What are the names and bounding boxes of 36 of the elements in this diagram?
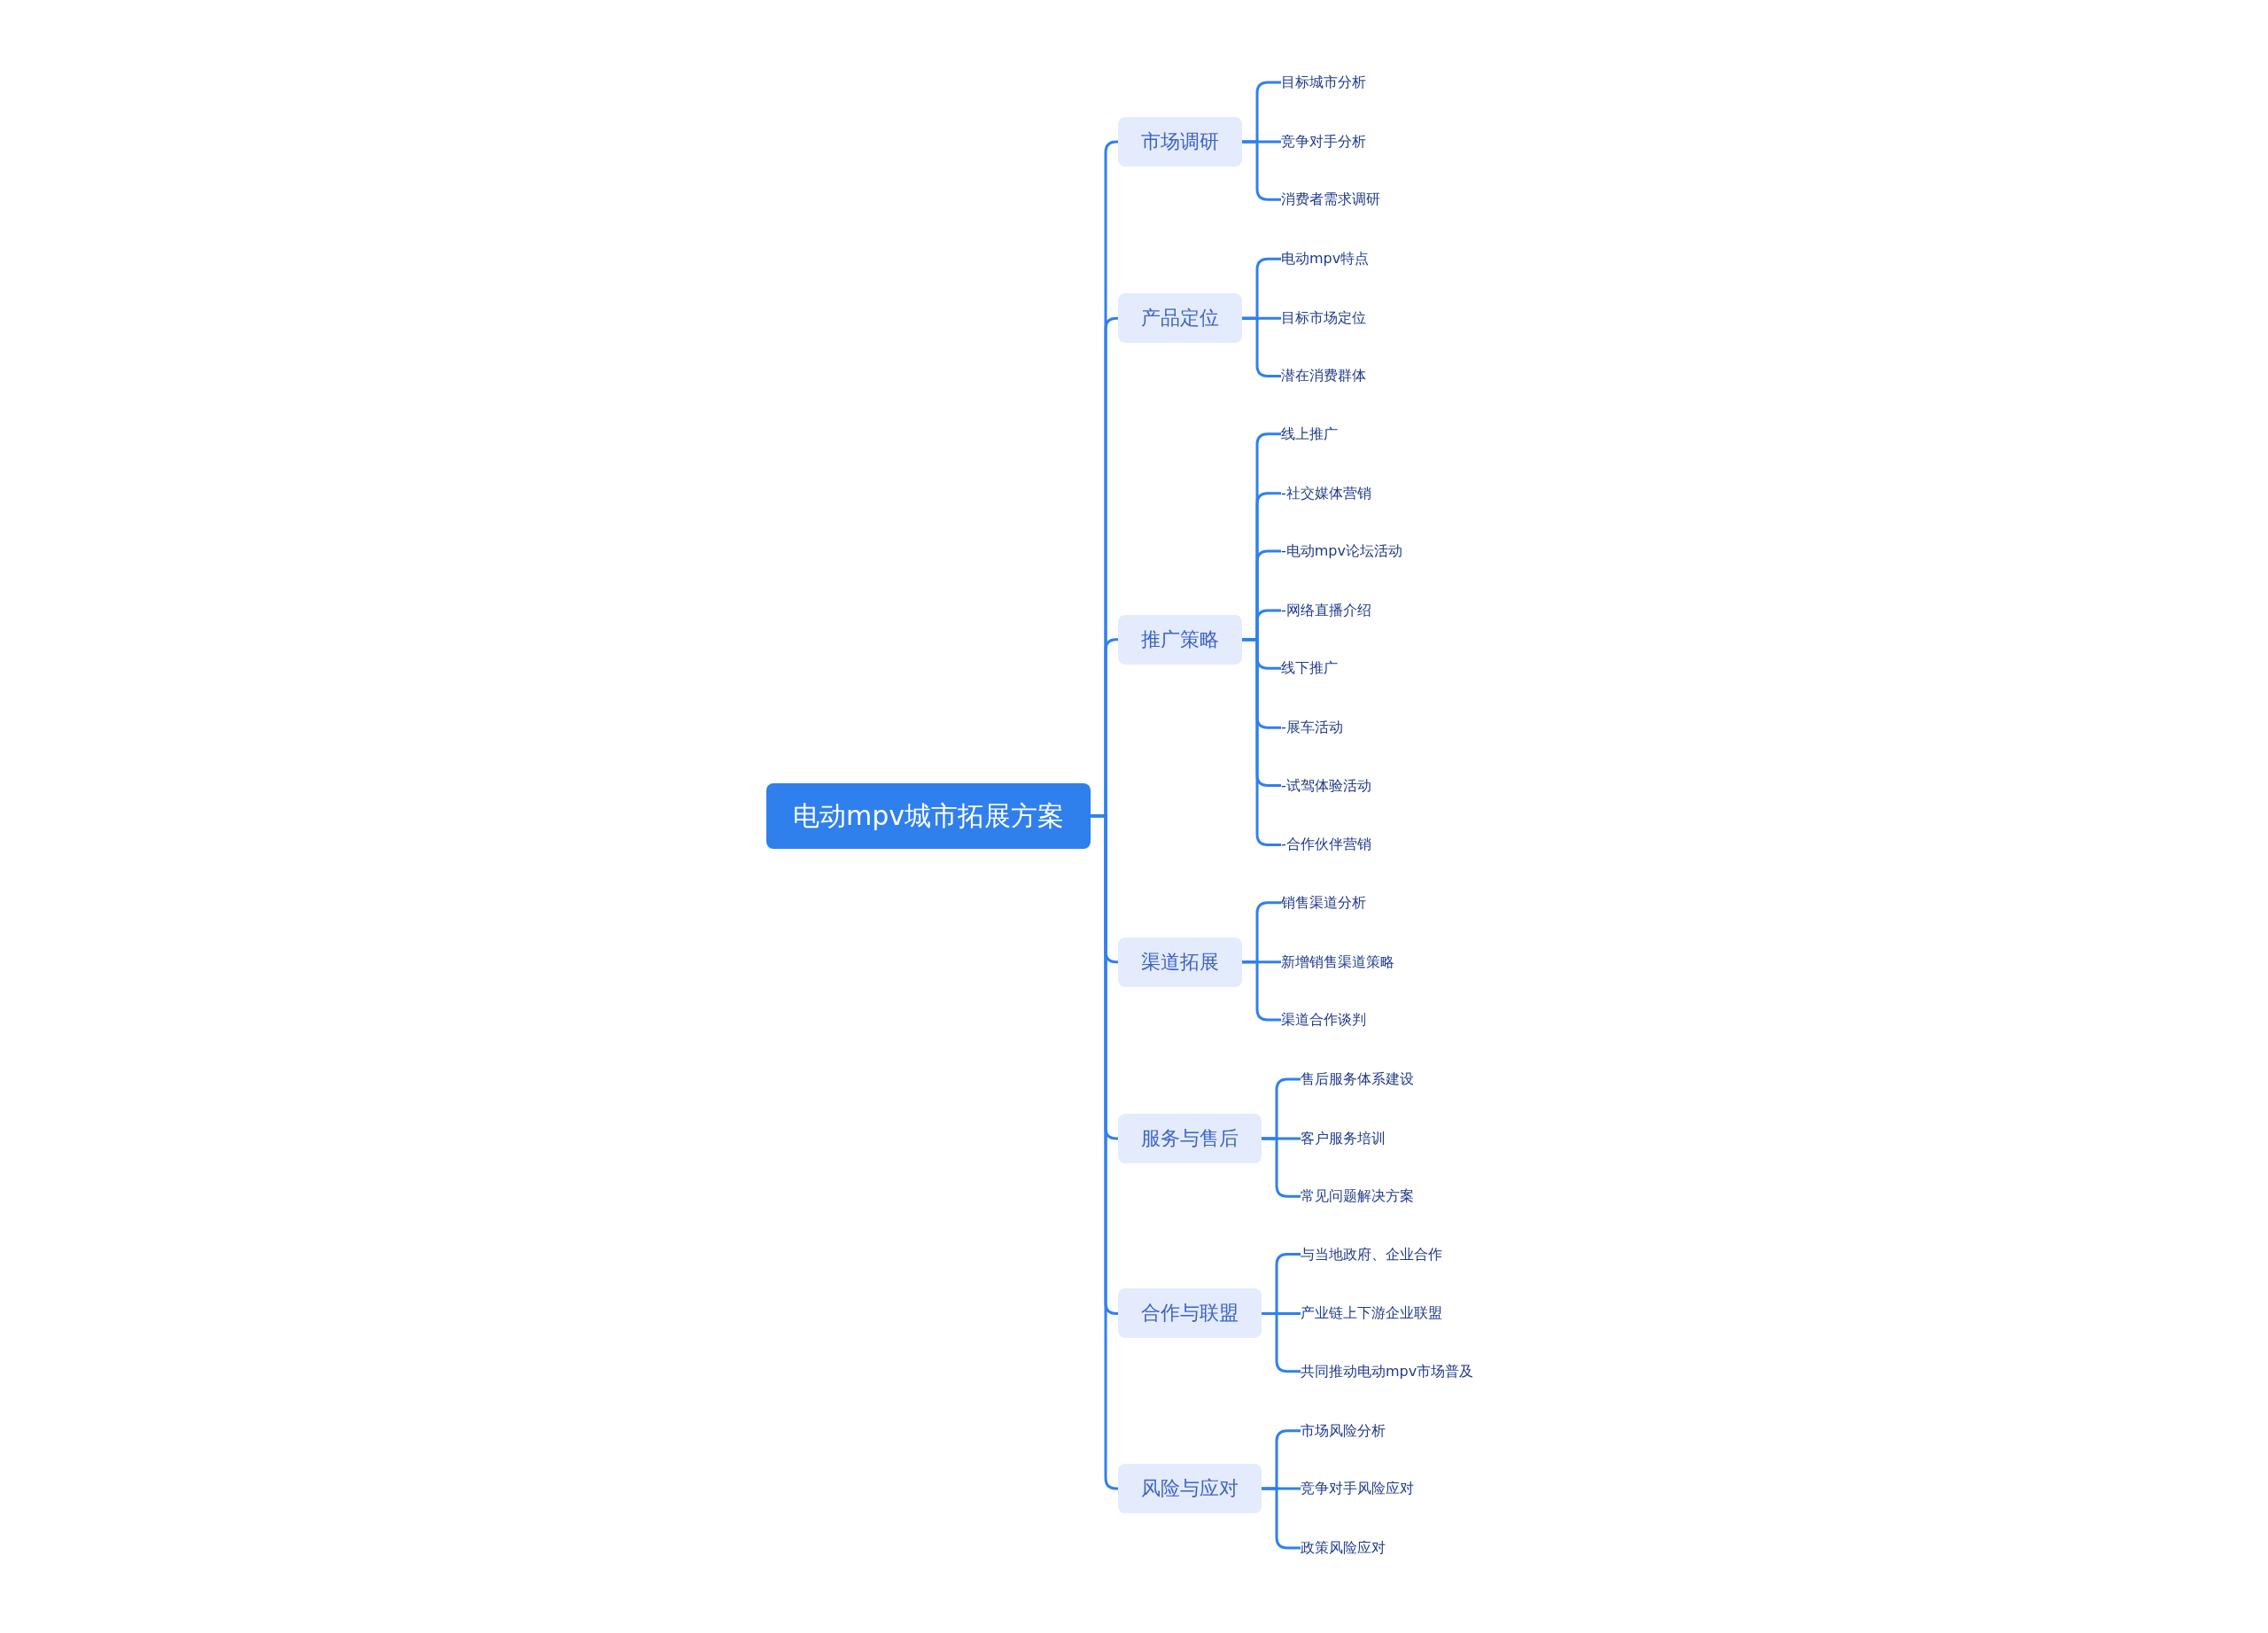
topic-text: 共同推动电动mpv市场普及 (1301, 1361, 1474, 1381)
branch-topic-box: 服务与售后 (1118, 1113, 1262, 1163)
topic-text: 线下推广 (1281, 658, 1338, 679)
root-topic-box: 电动mpv城市拓展方案 (766, 782, 1091, 849)
topic-text: 竞争对手风险应对 (1301, 1479, 1414, 1498)
topic-text: 线上推广 (1281, 424, 1338, 444)
topic-text: 销售渠道分析 (1281, 892, 1366, 913)
topic-text: 电动mpv特点 (1281, 249, 1370, 269)
topic-text: 政策风险应对 (1301, 1537, 1386, 1558)
branch-topic-box: 合作与联盟 (1118, 1288, 1262, 1339)
topic-text: 常见问题解决方案 (1301, 1186, 1414, 1207)
topic-text: 客户服务培训 (1301, 1128, 1386, 1148)
topic-text: -社交媒体营销 (1281, 483, 1371, 503)
topic-text: 售后服务体系建设 (1301, 1069, 1414, 1089)
topic-text: 竞争对手分析 (1281, 132, 1366, 152)
topic-text: 市场风险分析 (1301, 1420, 1386, 1441)
topic-text: -网络直播介绍 (1281, 600, 1371, 620)
topic-text: 目标市场定位 (1281, 308, 1366, 329)
topic-text: 新增销售渠道策略 (1281, 952, 1394, 972)
branch-topic-box: 风险与应对 (1118, 1464, 1262, 1513)
topic-text: 目标城市分析 (1281, 73, 1366, 93)
topic-text: 渠道合作谈判 (1281, 1010, 1366, 1030)
topic-text: -电动mpv论坛活动 (1281, 541, 1402, 562)
connector-line (1091, 814, 1119, 1490)
topic-text: 潜在消费群体 (1281, 366, 1366, 386)
branch-topic-box: 产品定位 (1118, 293, 1242, 344)
connector-line (1242, 638, 1281, 846)
topic-text: 与当地政府、企业合作 (1301, 1244, 1442, 1264)
branch-topic-box: 渠道拓展 (1118, 937, 1242, 987)
branch-topic-box: 市场调研 (1118, 117, 1242, 167)
topic-text: 产业链上下游企业联盟 (1301, 1303, 1442, 1324)
topic-text: 消费者需求调研 (1281, 190, 1380, 210)
topic-text: -合作伙伴营销 (1281, 835, 1371, 855)
branch-topic-box: 推广策略 (1118, 614, 1242, 665)
topic-text: -展车活动 (1281, 718, 1343, 738)
topic-text: -试驾体验活动 (1281, 775, 1371, 796)
